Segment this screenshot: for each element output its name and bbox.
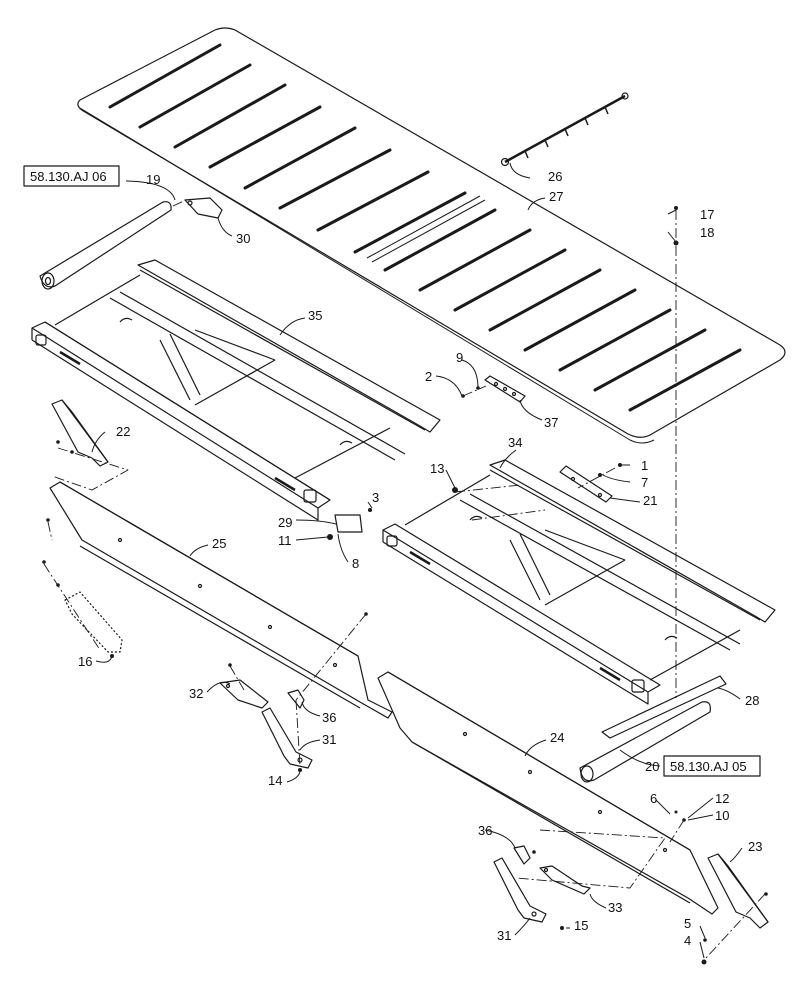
part-24-side-shield xyxy=(377,671,719,915)
part-25-side-shield xyxy=(49,481,393,719)
callout-22: 22 xyxy=(116,424,130,439)
callout-32: 32 xyxy=(189,686,203,701)
part-29-plate xyxy=(334,514,363,533)
part-20-roller xyxy=(579,701,711,783)
callout-2: 2 xyxy=(425,369,432,384)
callout-21: 21 xyxy=(643,493,657,508)
callout-3: 3 xyxy=(372,490,379,505)
callout-13: 13 xyxy=(430,461,444,476)
callout-6: 6 xyxy=(650,791,657,806)
ref-box-bottom-text: 58.130.AJ 05 xyxy=(670,759,747,774)
callout-20: 20 xyxy=(645,759,659,774)
callout-labels: 1 2 3 4 5 6 7 8 9 10 11 12 13 14 15 16 1… xyxy=(78,169,762,948)
callout-27: 27 xyxy=(549,189,563,204)
callout-24: 24 xyxy=(550,730,564,745)
callout-28: 28 xyxy=(745,693,759,708)
part-37-plate xyxy=(484,375,526,403)
callout-25: 25 xyxy=(212,536,226,551)
callout-30: 30 xyxy=(236,231,250,246)
callout-37: 37 xyxy=(544,415,558,430)
callout-16: 16 xyxy=(78,654,92,669)
part-21-plate xyxy=(559,465,613,503)
callout-36-left: 36 xyxy=(322,710,336,725)
callout-1: 1 xyxy=(641,458,648,473)
callout-18: 18 xyxy=(700,225,714,240)
part-32-bracket xyxy=(219,679,269,709)
callout-5: 5 xyxy=(684,916,691,931)
callout-36-right: 36 xyxy=(478,823,492,838)
callout-8: 8 xyxy=(352,556,359,571)
callout-34: 34 xyxy=(508,435,522,450)
part-35-upper-frame xyxy=(31,259,441,521)
callout-11: 11 xyxy=(278,533,292,548)
callout-31-right: 31 xyxy=(497,928,511,943)
callout-19: 19 xyxy=(146,172,160,187)
ref-box-top xyxy=(23,165,120,187)
callout-33: 33 xyxy=(608,900,622,915)
callout-10: 10 xyxy=(715,808,729,823)
callout-7: 7 xyxy=(641,475,648,490)
part-19-roller xyxy=(39,201,172,290)
part-16-dotted-bracket xyxy=(64,591,123,653)
callout-23: 23 xyxy=(748,839,762,854)
callout-14: 14 xyxy=(268,773,282,788)
callout-35: 35 xyxy=(308,308,322,323)
callout-4: 4 xyxy=(684,933,691,948)
callout-26: 26 xyxy=(548,169,562,184)
part-31-bracket-left xyxy=(261,707,313,769)
part-33-bracket xyxy=(539,865,591,895)
assembly-centerlines xyxy=(43,199,766,959)
part-22-angle-bracket xyxy=(51,399,109,467)
callout-9: 9 xyxy=(456,350,463,365)
ref-box-top-text: 58.130.AJ 06 xyxy=(30,169,107,184)
callout-29: 29 xyxy=(278,515,292,530)
part-36-tab-right xyxy=(513,845,531,865)
ref-box-bottom xyxy=(663,755,761,777)
callout-31-left: 31 xyxy=(322,732,336,747)
part-27-slatted-deck xyxy=(77,27,786,444)
callout-12: 12 xyxy=(715,791,729,806)
part-31-bracket-right xyxy=(493,857,547,923)
part-28-tapered-bar xyxy=(601,675,727,739)
leader-lines xyxy=(91,162,743,959)
callout-17: 17 xyxy=(700,207,714,222)
part-30-bracket xyxy=(184,197,223,219)
part-34-lower-frame xyxy=(382,459,776,705)
callout-15: 15 xyxy=(574,918,588,933)
part-26-pin-shaft xyxy=(500,92,629,167)
fasteners xyxy=(42,206,768,965)
part-23-angle-bracket xyxy=(707,853,769,929)
